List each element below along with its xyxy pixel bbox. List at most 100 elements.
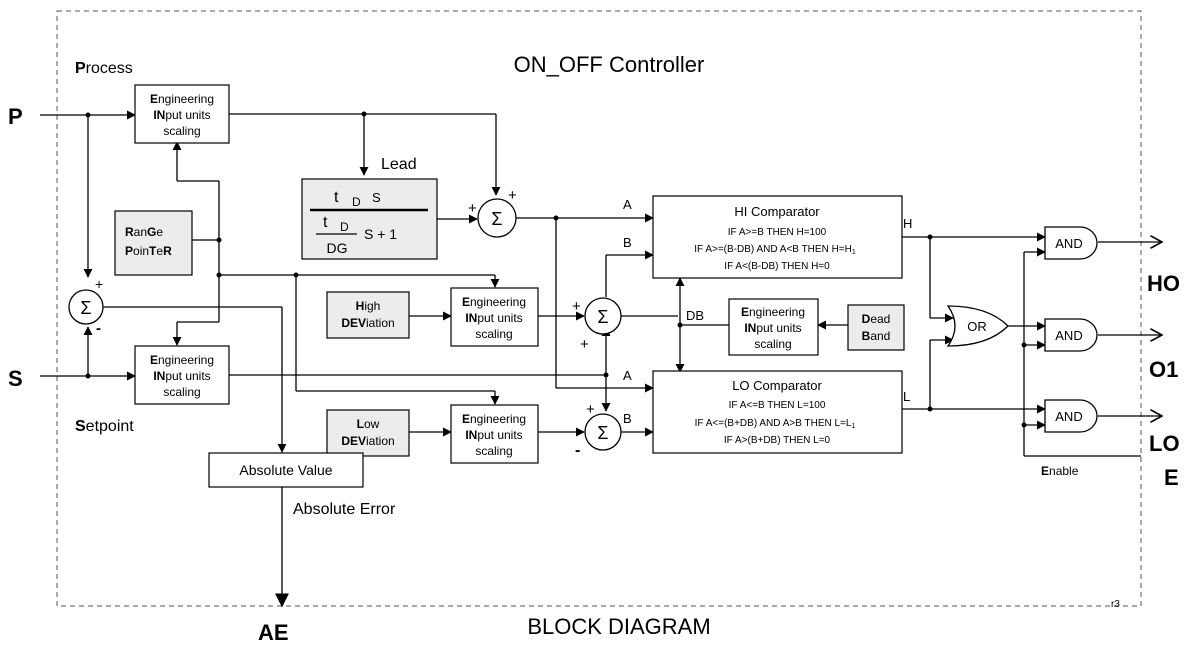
signal-h-label: H — [903, 216, 912, 231]
input-p-label: P — [8, 104, 23, 129]
svg-text:IF A>=B THEN H=100: IF A>=B THEN H=100 — [728, 227, 827, 238]
svg-text:IF A>(B+DB) THEN L=0: IF A>(B+DB) THEN L=0 — [724, 435, 831, 446]
svg-text:S + 1: S + 1 — [364, 226, 397, 242]
svg-text:Absolute Value: Absolute Value — [239, 462, 332, 478]
signal-l-label: L — [903, 389, 910, 404]
svg-text:Low: Low — [357, 417, 380, 431]
sign-plus: + — [95, 276, 103, 292]
svg-text:Dead: Dead — [862, 312, 891, 326]
svg-text:Engineering: Engineering — [462, 412, 526, 426]
svg-text:RanGe: RanGe — [125, 225, 163, 239]
and-gate-low: AND — [1044, 399, 1098, 433]
svg-text:PoinTeR: PoinTeR — [125, 244, 172, 258]
output-lo-label: LO — [1149, 431, 1180, 456]
svg-text:AND: AND — [1055, 236, 1082, 251]
svg-text:AND: AND — [1055, 409, 1082, 424]
svg-text:DEViation: DEViation — [341, 434, 394, 448]
svg-text:HI Comparator: HI Comparator — [734, 204, 820, 219]
eng-scaling-low-dev: Engineering INput units scaling — [450, 404, 539, 464]
output-ae-label: AE — [258, 620, 289, 645]
svg-text:INput units: INput units — [465, 311, 522, 325]
lead-label: Lead — [381, 156, 417, 173]
svg-text:INput units: INput units — [744, 321, 801, 335]
output-ho-label: HO — [1147, 271, 1180, 296]
sum-junction-error: Σ — [68, 289, 104, 325]
sign-minus: - — [96, 320, 101, 337]
svg-text:IF A<=(B+DB) AND A>B THEN L=L1: IF A<=(B+DB) AND A>B THEN L=L1 — [695, 418, 856, 430]
svg-text:Σ: Σ — [491, 209, 502, 229]
sum-junction-high: Σ — [584, 297, 622, 335]
process-label: Process — [75, 60, 133, 77]
sign-plus: + — [508, 187, 517, 204]
signal-a-label: A — [623, 368, 632, 383]
output-o1-label: O1 — [1149, 357, 1178, 382]
svg-text:High: High — [356, 299, 381, 313]
sign-plus: + — [572, 298, 581, 315]
svg-text:scaling: scaling — [475, 327, 512, 341]
svg-text:Σ: Σ — [80, 298, 91, 318]
svg-text:Band: Band — [862, 329, 891, 343]
svg-text:scaling: scaling — [163, 124, 200, 138]
svg-text:INput units: INput units — [153, 108, 210, 122]
svg-text:Σ: Σ — [597, 307, 608, 327]
and-gate-o1: AND — [1044, 318, 1098, 352]
svg-text:INput units: INput units — [465, 428, 522, 442]
absolute-value-block: Absolute Value — [208, 452, 364, 488]
eng-scaling-deadband: Engineering INput units scaling — [728, 298, 819, 356]
hi-comparator-block: HI Comparator IF A>=B THEN H=100 IF A>=(… — [652, 195, 903, 279]
high-deviation-block: High DEViation — [326, 291, 410, 339]
svg-text:scaling: scaling — [475, 444, 512, 458]
and-gate-high: AND — [1044, 226, 1098, 260]
svg-text:scaling: scaling — [754, 337, 791, 351]
svg-text:S: S — [372, 190, 381, 205]
diagram-title: ON_OFF Controller — [514, 52, 705, 77]
svg-text:IF A<=B THEN L=100: IF A<=B THEN L=100 — [729, 400, 826, 411]
sign-plus: + — [468, 200, 477, 217]
diagram-footer: BLOCK DIAGRAM — [527, 614, 710, 639]
svg-text:Engineering: Engineering — [741, 305, 805, 319]
sign-plus: + — [580, 336, 589, 353]
eng-scaling-setpoint: Engineering INput units scaling — [134, 345, 230, 405]
dead-band-block: Dead Band — [847, 304, 905, 351]
enable-label: Enable — [1041, 464, 1079, 478]
svg-text:D: D — [352, 195, 361, 209]
svg-text:IF A>=(B-DB) AND A<B THEN H=H1: IF A>=(B-DB) AND A<B THEN H=H1 — [694, 244, 856, 256]
svg-text:AND: AND — [1055, 328, 1082, 343]
setpoint-label: Setpoint — [75, 418, 134, 435]
eng-scaling-high-dev: Engineering INput units scaling — [450, 287, 539, 347]
lead-transfer-block: t D S t D DG S + 1 — [301, 178, 438, 260]
sign-minus: - — [575, 442, 580, 459]
svg-text:Engineering: Engineering — [462, 295, 526, 309]
revision-label: r3 — [1111, 599, 1120, 610]
svg-text:DG: DG — [327, 240, 348, 256]
signal-db-label: DB — [686, 308, 704, 323]
sum-junction-low: Σ — [584, 413, 622, 451]
svg-text:Engineering: Engineering — [150, 353, 214, 367]
sum-junction-lead: Σ — [477, 198, 517, 238]
svg-text:Σ: Σ — [597, 423, 608, 443]
svg-text:t: t — [323, 214, 328, 231]
svg-text:DEViation: DEViation — [341, 316, 394, 330]
absolute-error-label: Absolute Error — [293, 501, 396, 518]
sign-plus: + — [586, 401, 595, 418]
input-s-label: S — [8, 366, 23, 391]
svg-text:IF A<(B-DB) THEN H=0: IF A<(B-DB) THEN H=0 — [724, 261, 830, 272]
svg-text:OR: OR — [967, 319, 987, 334]
eng-scaling-process: Engineering INput units scaling — [134, 84, 230, 144]
signal-a-label: A — [623, 197, 632, 212]
or-gate: OR — [946, 305, 1009, 347]
svg-text:scaling: scaling — [163, 385, 200, 399]
signal-b-label: B — [623, 411, 632, 426]
range-pointer-block: RanGe PoinTeR — [114, 210, 193, 276]
svg-text:Engineering: Engineering — [150, 92, 214, 106]
controller-boundary — [56, 10, 1142, 607]
signal-b-label: B — [623, 235, 632, 250]
svg-text:LO Comparator: LO Comparator — [732, 378, 822, 393]
lo-comparator-block: LO Comparator IF A<=B THEN L=100 IF A<=(… — [652, 370, 903, 454]
svg-text:D: D — [340, 220, 349, 234]
svg-text:t: t — [334, 189, 339, 206]
svg-text:INput units: INput units — [153, 369, 210, 383]
input-e-label: E — [1164, 465, 1179, 490]
low-deviation-block: Low DEViation — [326, 409, 410, 457]
